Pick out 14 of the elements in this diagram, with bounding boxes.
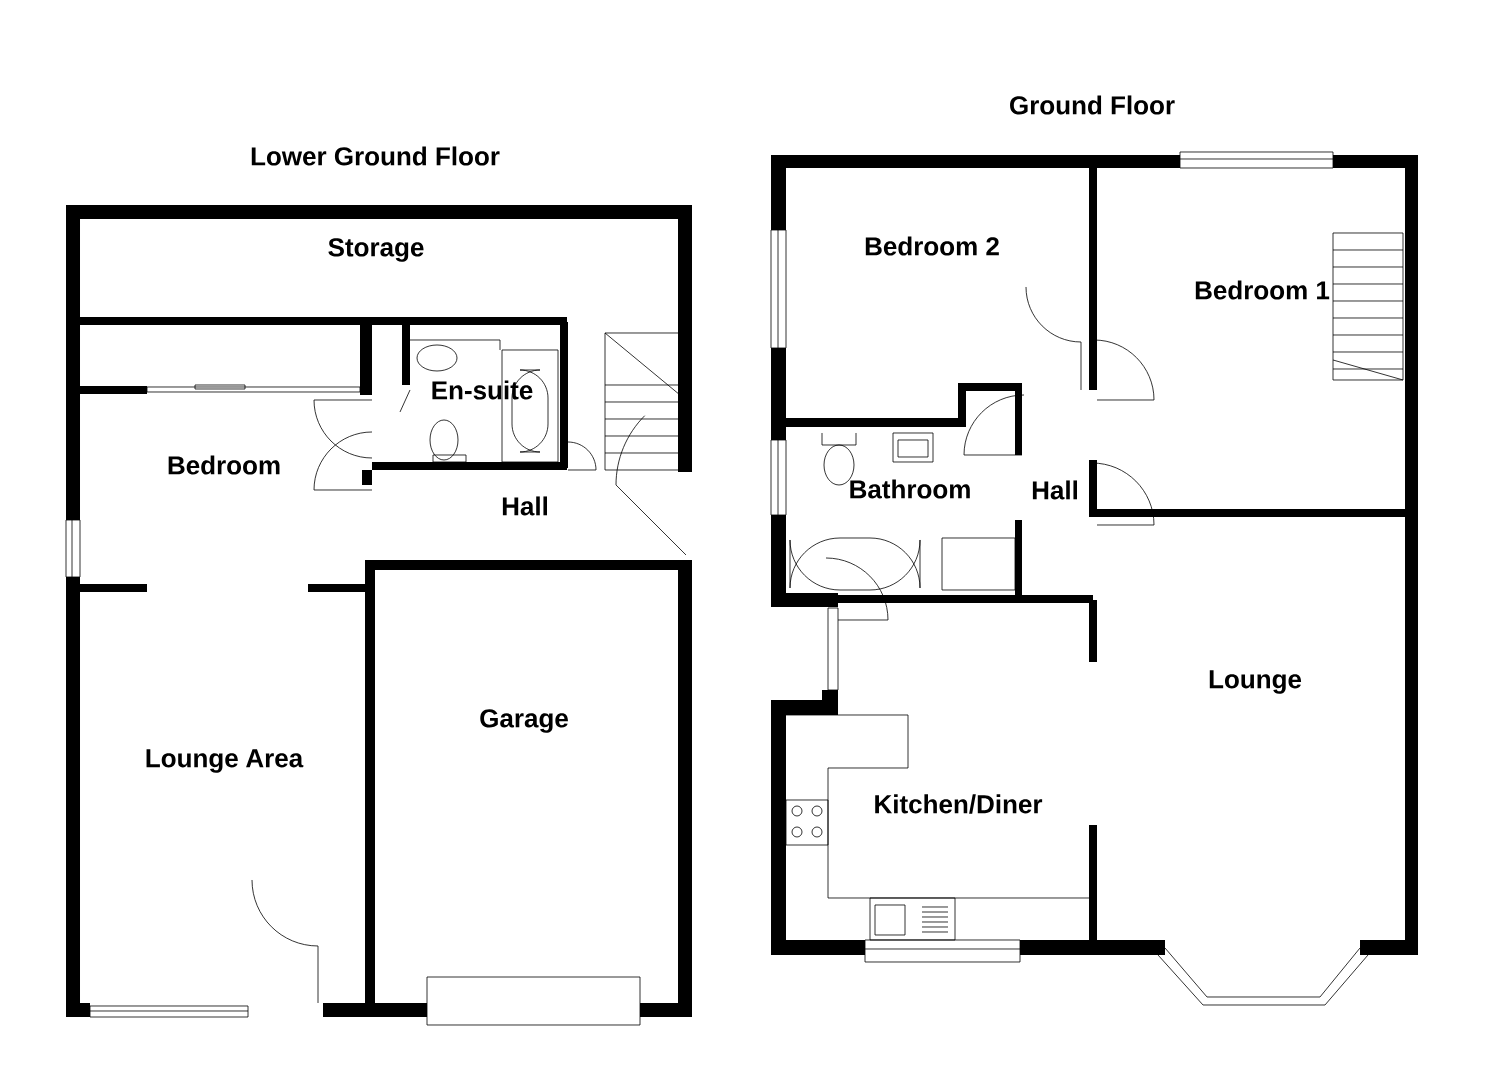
room-label: Hall [502,496,547,516]
floor-title: Lower Ground Floor [251,146,500,166]
room-label: Garage [480,709,568,733]
room-label: Hall [1032,480,1077,500]
room-label: Lounge Area [146,749,304,773]
room-label: Storage [328,238,424,262]
room-label: Bedroom 2 [865,236,999,256]
room-label: Lounge [1209,670,1302,694]
floor-title: Ground Floor [1010,95,1175,115]
room-label: En-suite [432,380,533,400]
room-label: Bathroom [850,479,970,499]
room-label: Bedroom [168,455,280,475]
room-label: Kitchen/Diner [875,794,1043,814]
room-label: Bedroom 1 [1195,280,1330,300]
